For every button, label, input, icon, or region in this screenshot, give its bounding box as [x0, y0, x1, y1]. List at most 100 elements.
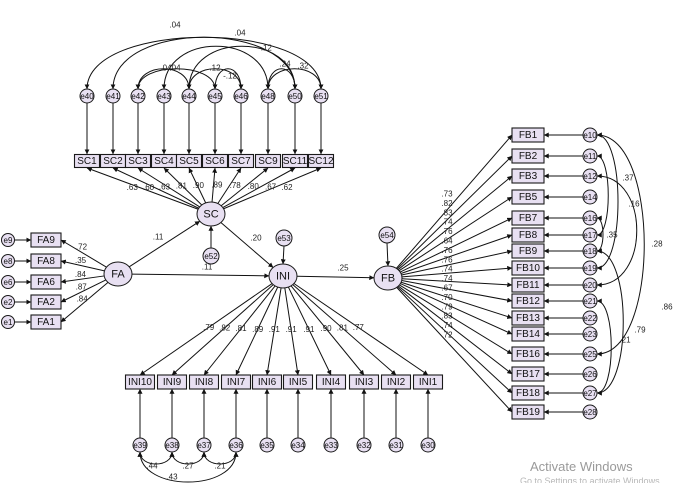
ini-error-e34-label: e34 — [291, 441, 305, 450]
covariance-layer — [84, 36, 645, 483]
fb-item-fb16 — [511, 346, 545, 362]
fb-item-fb19 — [511, 404, 545, 420]
fb-error-e28-label: e28 — [583, 408, 597, 417]
ini-error-e38 — [164, 437, 180, 453]
fb-error-e10 — [582, 127, 598, 143]
ini-loading-4: .91 — [269, 325, 281, 334]
fa-item-fa8 — [30, 253, 62, 269]
fa-loading-arrow-2 — [60, 275, 105, 284]
ini-covariance-label-2: .21 — [214, 462, 226, 471]
coef-fa-ini: .11 — [202, 263, 213, 272]
ini-loading-9: .77 — [353, 323, 365, 332]
fa-item-fa9-label: FA9 — [37, 235, 55, 246]
fb-error-e14-label: e14 — [583, 193, 597, 202]
sc-loading-arrow-4 — [188, 167, 207, 204]
sc-loading-4: .90 — [193, 181, 205, 190]
fb-error-e11-label: e11 — [584, 152, 597, 161]
disturbance-e54-label: e54 — [380, 231, 394, 240]
fa-item-fa2 — [30, 294, 62, 310]
sc-error-e42 — [130, 88, 146, 104]
fb-covariance-label-5: .79 — [634, 326, 646, 335]
fb-item-fb10-label: FB10 — [516, 263, 540, 274]
fb-item-fb5-label: FB5 — [519, 192, 538, 203]
ini-error-e31 — [388, 437, 404, 453]
sc-covariance-label-7: -.12 — [223, 72, 237, 81]
fb-loading-2: .83 — [441, 208, 453, 217]
fb-error-e28 — [582, 404, 598, 420]
fb-loading-arrow-15 — [396, 287, 513, 413]
fb-loading-arrow-4 — [399, 217, 513, 273]
sc-error-e46-label: e46 — [234, 92, 248, 101]
fb-item-fb14 — [511, 326, 545, 342]
ini-item-ini7 — [220, 374, 252, 390]
ini-error-e33 — [323, 437, 339, 453]
sc-item-sc12-label: SC12 — [308, 156, 333, 167]
ini-error-e30-label: e30 — [421, 441, 435, 450]
coef-sc-ini: .20 — [250, 234, 262, 243]
sc-loading-5: .89 — [211, 180, 223, 189]
fb-covariance-label-4: .86 — [661, 303, 673, 312]
sc-loading-arrow-9 — [223, 167, 322, 210]
sc-loading-3: .81 — [176, 182, 188, 191]
sc-item-sc3 — [124, 153, 152, 169]
fb-item-fb10 — [511, 260, 545, 276]
ini-loading-6: .91 — [303, 325, 315, 334]
ini-item-ini6 — [251, 374, 283, 390]
fb-item-fb19-label: FB19 — [516, 407, 540, 418]
sc-covariance-label-5: .04 — [160, 64, 172, 73]
fa-item-fa2-label: FA2 — [37, 297, 55, 308]
fb-item-fb14-label: FB14 — [516, 329, 540, 340]
fb-loading-arrow-2 — [397, 175, 513, 271]
fb-covariance-3 — [596, 173, 638, 288]
fb-covariance-6 — [596, 298, 612, 396]
fa-error-e1 — [1, 315, 15, 329]
ini-loading-0: .79 — [203, 323, 215, 332]
fb-covariance-0 — [596, 132, 619, 271]
fb-loading-arrow-1 — [396, 155, 513, 270]
sc-error-e48-label: e48 — [261, 92, 275, 101]
latent-sc — [196, 201, 226, 227]
fa-error-e9-label: e9 — [4, 236, 13, 245]
ini-item-ini5-label: INI5 — [289, 377, 308, 388]
latent-fb — [373, 265, 403, 291]
sc-item-sc5 — [175, 153, 203, 169]
path-layer — [14, 103, 583, 438]
ini-error-e34 — [290, 437, 306, 453]
sc-loading-arrow-7 — [220, 167, 269, 207]
sc-covariance-label-2: .04 — [234, 29, 246, 38]
fb-item-fb1 — [511, 127, 545, 143]
fb-item-fb2 — [511, 148, 545, 164]
fb-covariance-label-1: .16 — [628, 200, 640, 209]
fb-loading-arrow-8 — [401, 278, 513, 288]
disturbance-e53 — [275, 229, 293, 247]
fb-loading-15: .72 — [441, 331, 453, 340]
fb-loading-arrow-0 — [395, 134, 513, 269]
fb-error-e26-label: e26 — [583, 370, 597, 379]
fb-covariance-1 — [596, 153, 609, 238]
fb-item-fb1-label: FB1 — [519, 130, 538, 141]
fb-item-fb5 — [511, 189, 545, 205]
sc-error-e44-label: e44 — [182, 92, 196, 101]
fb-item-fb18 — [511, 385, 545, 401]
sc-loading-arrow-6 — [217, 167, 242, 204]
fb-error-e27-label: e27 — [583, 389, 597, 398]
sc-item-sc12 — [307, 153, 335, 169]
fb-loading-4: .76 — [441, 227, 453, 236]
fb-loading-12: .79 — [441, 302, 453, 311]
sc-loading-0: .63 — [127, 183, 139, 192]
fb-error-e19 — [582, 260, 598, 276]
ini-covariance-3 — [137, 451, 239, 483]
ini-item-ini8 — [188, 374, 220, 390]
fb-error-e21-label: e21 — [583, 297, 597, 306]
ini-loading-7: .90 — [320, 324, 332, 333]
ini-item-ini9-label: INI9 — [163, 377, 182, 388]
sc-item-sc6-label: SC6 — [205, 156, 225, 167]
sc-item-sc5-label: SC5 — [179, 156, 199, 167]
fb-item-fb11-label: FB11 — [516, 280, 540, 291]
fb-error-e22-label: e22 — [583, 314, 597, 323]
ini-error-e35-label: e35 — [260, 441, 274, 450]
sc-loading-6: .78 — [230, 181, 242, 190]
sc-item-sc7-label: SC7 — [231, 156, 251, 167]
fa-error-e1-label: e1 — [4, 318, 13, 327]
fb-loading-arrow-3 — [398, 196, 513, 272]
